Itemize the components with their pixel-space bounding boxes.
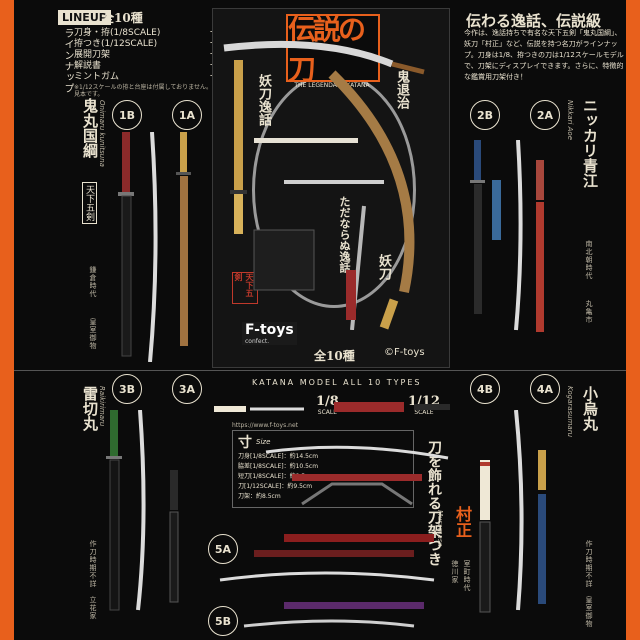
lineup-badge: LINEUP (58, 10, 111, 25)
sword4-art (479, 410, 546, 613)
center-swords-art (223, 40, 425, 330)
size-title: 寸 (238, 435, 252, 451)
sword3-romaji: Raikirimaru (98, 386, 106, 427)
sword1-owner: 皇室御物 (89, 318, 97, 350)
size-spec-row: 短刀[1/8SCALE]：約8.5cm (238, 473, 315, 480)
copyright: ©F-toys (384, 347, 425, 358)
size-spec-row: 刀[1/12SCALE]：約9.5cm (238, 483, 313, 490)
sword2-name: ニッカリ青江 (581, 98, 599, 188)
page-title: 伝説の刀 (288, 13, 366, 86)
title-sub-en: THE LEGENDARY KATANA (294, 82, 370, 89)
models-subtitle: KATANA MODEL ALL 10 TYPES (252, 378, 422, 387)
sword5-romaji: Muramasa (436, 510, 444, 547)
badge-4b: 4B (470, 374, 500, 404)
rack-swords-art (265, 445, 449, 506)
lineup-note: ※1/12スケールの拵と台座は付属しておりません。写真は完成見本です。 (74, 84, 242, 98)
sword4-era: 作刀時期不詳 (585, 540, 593, 588)
size-title-en: Size (256, 438, 271, 446)
center-label-right: 鬼退治 (394, 70, 409, 109)
lineup-count: 全10種 (102, 11, 143, 25)
right-orange-stripe (626, 0, 640, 640)
sword5-era: 室町時代 (463, 560, 471, 592)
sword3-name: 雷切丸 (81, 386, 99, 431)
sword1-era: 鎌倉時代 (89, 266, 97, 298)
badge-4a: 4A (530, 374, 560, 404)
lineup-item: 解説書一枚 (74, 61, 228, 71)
size-spec-list: 刀身[1/8SCALE]：約14.5cm 脇差[1/8SCALE]：約10.5c… (238, 452, 318, 502)
badge-5b: 5B (208, 606, 238, 636)
size-spec-row: 脇差[1/8SCALE]：約10.5cm (238, 463, 319, 470)
badge-1b: 1B (112, 100, 142, 130)
sword5-owner: 徳川家 (451, 560, 459, 584)
sword2-era: 南北朝時代 (585, 240, 593, 280)
sword5-name: 村正 (453, 506, 472, 538)
center-count: 全10種 (314, 349, 355, 363)
badge-2b: 2B (470, 100, 500, 130)
sword1-romaji: Onimaru kunitsuna (98, 100, 106, 167)
lineup-item: 拵つき(1/12SCALE)一振 (74, 39, 228, 49)
bottom-swords-art (219, 534, 435, 628)
sword4-romaji: Kogarasumaru (566, 386, 574, 438)
models-url: https://www.f-toys.net (232, 422, 298, 429)
lineup-item: 展開刀架一点 (74, 50, 228, 60)
lineup-list: 刀身・拵(1/8SCALE)一振 拵つき(1/12SCALE)一振 展開刀架一点… (74, 28, 228, 83)
description-body: 今作は、逸話持ちで有名な天下五剣「鬼丸国綱」、妖刀「村正」など、伝説を持つ名刀が… (464, 29, 624, 81)
badge-2a: 2A (530, 100, 560, 130)
sword2-owner: 丸亀市 (585, 300, 593, 324)
sword1-art (118, 132, 191, 362)
badge-3a: 3A (172, 374, 202, 404)
badge-5a: 5A (208, 534, 238, 564)
lineup-item: ミントガム一粒 (74, 72, 228, 82)
left-orange-stripe (0, 0, 14, 640)
lineup-block: LINEUP 全10種 ラインナップ 刀身・拵(1/8SCALE)一振 拵つき(… (58, 10, 242, 98)
badge-3b: 3B (112, 374, 142, 404)
scale-swords-art (214, 402, 450, 412)
description-title: 伝わる逸話、伝説級 (466, 12, 602, 30)
badge-1a: 1A (172, 100, 202, 130)
sword1-tag: 天下五剣 (82, 182, 97, 224)
size-spec-box (232, 430, 414, 508)
center-label-center: ただならぬ逸話 (338, 196, 351, 273)
sword2-romaji: Nikkari Aoe (566, 100, 574, 141)
size-spec-row: 刀身[1/8SCALE]：約14.5cm (238, 453, 319, 460)
sword3-era: 作刀時期不詳 (89, 540, 97, 588)
section-divider (14, 370, 626, 371)
sword4-name: 小烏丸 (581, 386, 599, 431)
sword3-owner: 立花家 (89, 596, 97, 620)
sword1-name: 鬼丸国綱 (81, 98, 99, 158)
lineup-vertical-label: ラインナップ (62, 28, 73, 94)
size-spec-row: 刀架：約8.5cm (238, 493, 281, 500)
center-label-left: 妖刀逸話 (256, 74, 271, 126)
sword4-owner: 皇室御物 (585, 596, 593, 628)
sword3-art (106, 410, 179, 611)
sword2-art (470, 140, 544, 332)
center-label-bottom: 妖刀 (376, 254, 391, 280)
lineup-item: 刀身・拵(1/8SCALE)一振 (74, 28, 228, 38)
